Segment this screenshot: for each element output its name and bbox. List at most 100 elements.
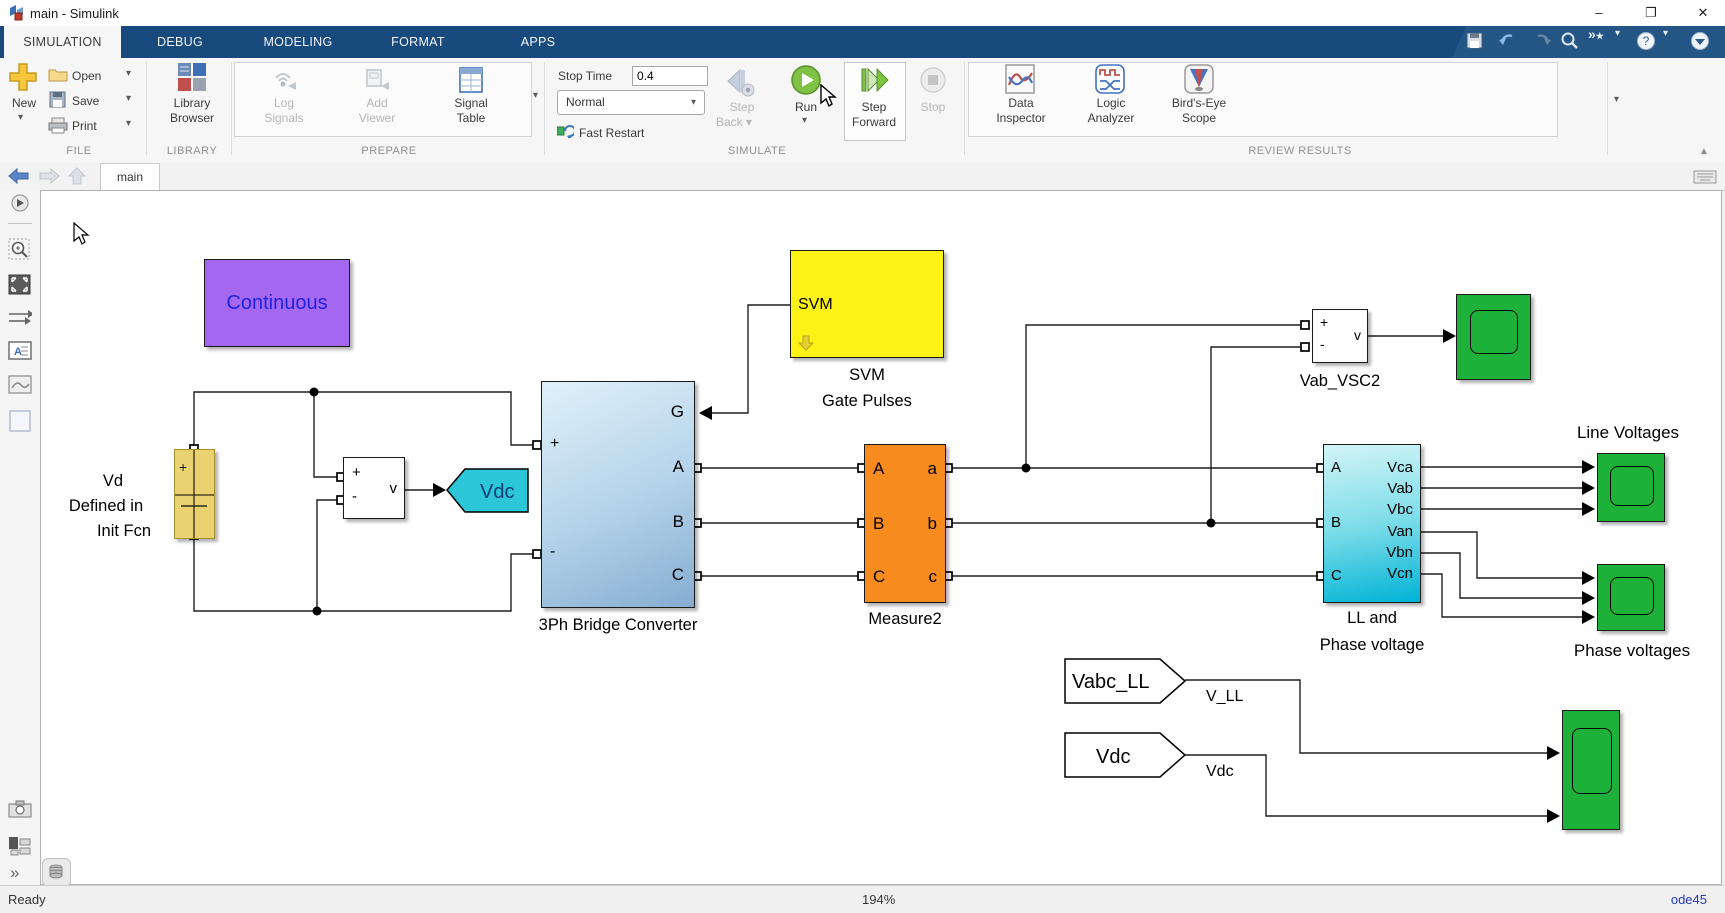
birds-eye-scope-button[interactable]: Bird's-Eye — [1166, 96, 1232, 110]
save-button[interactable]: Save — [72, 94, 99, 108]
simulink-icon — [9, 5, 25, 21]
fit-to-view-icon[interactable] — [8, 274, 32, 296]
svm-gate-pulses-block[interactable]: SVM — [790, 250, 944, 358]
mode-select[interactable]: Normal ▾ — [557, 90, 705, 115]
logic-analyzer-button[interactable]: Logic — [1079, 96, 1143, 110]
svm-label-line2: Gate Pulses — [822, 392, 912, 411]
title-bar: main - Simulink – ❐ ✕ — [0, 0, 1725, 26]
ll-label-line2: Phase voltage — [1320, 636, 1425, 655]
breadcrumb-bar — [0, 163, 1725, 191]
library-browser-button[interactable]: Library — [162, 96, 222, 110]
prepare-gallery-dropdown-icon[interactable]: ▾ — [533, 90, 538, 101]
run-dropdown-icon[interactable]: ▾ — [802, 115, 807, 126]
add-viewer-icon — [363, 66, 391, 94]
signal-routing-icon[interactable] — [8, 308, 32, 326]
phase-voltages-label: Phase voltages — [1574, 641, 1690, 661]
model-tab-main[interactable]: main — [100, 163, 160, 190]
model-browser-icon[interactable] — [8, 836, 32, 856]
vll-vdc-scope[interactable] — [1562, 710, 1620, 830]
window-title: main - Simulink — [30, 6, 119, 21]
section-library: LIBRARY — [92, 145, 292, 157]
signal-table-button[interactable]: Signal — [441, 96, 501, 110]
maximize-button[interactable]: ❐ — [1630, 0, 1672, 26]
measure2-block[interactable]: A B C a b c — [864, 444, 946, 603]
tab-format[interactable]: FORMAT — [378, 26, 458, 58]
status-bar: Ready 194% ode45 — [0, 885, 1725, 913]
svm-label-line1: SVM — [849, 366, 885, 385]
annotation-icon[interactable]: A — [8, 341, 32, 361]
fast-restart-checkbox[interactable]: Fast Restart — [579, 126, 644, 140]
scope-screen — [1470, 310, 1518, 354]
keyboard-shortcuts-icon[interactable] — [1693, 170, 1717, 184]
back-icon[interactable] — [8, 168, 30, 184]
qat-minimize-ribbon-icon[interactable] — [1690, 31, 1710, 51]
open-dropdown-icon[interactable]: ▾ — [126, 68, 131, 79]
print-icon — [48, 117, 68, 134]
show-explorer-icon[interactable] — [8, 194, 32, 212]
vab-vsc2-label: Vab_VSC2 — [1300, 372, 1380, 391]
qat-search-icon[interactable] — [1560, 31, 1580, 51]
stop-time-label: Stop Time — [558, 69, 612, 83]
new-dropdown-icon[interactable]: ▾ — [18, 112, 23, 123]
line-voltages-label: Line Voltages — [1577, 423, 1679, 443]
vab-scope-block[interactable] — [1456, 294, 1531, 380]
tab-simulation[interactable]: SIMULATION — [4, 26, 121, 58]
mode-dropdown-icon: ▾ — [691, 91, 696, 114]
model-data-badge[interactable] — [42, 858, 71, 887]
from-vabc-ll-tag[interactable]: Vabc_LL — [1064, 658, 1187, 704]
svg-text:?: ? — [1643, 34, 1650, 48]
step-back-button: Step — [712, 100, 772, 114]
step-forward-icon[interactable] — [858, 64, 892, 96]
voltage-measurement-block[interactable]: + - v — [343, 457, 405, 519]
step-back-icon — [724, 64, 760, 100]
collapse-ribbon-icon[interactable]: ▲ — [1699, 146, 1709, 157]
svg-text:+: + — [179, 459, 187, 475]
qat-help-dropdown-icon[interactable]: ▾ — [1663, 28, 1668, 39]
phase-voltages-scope[interactable] — [1597, 564, 1665, 631]
qat-help-icon[interactable]: ? — [1636, 31, 1656, 51]
minimize-button[interactable]: – — [1578, 0, 1620, 26]
dc-source-block[interactable]: + — [174, 449, 215, 539]
source-label-line1: Vd — [103, 472, 123, 491]
ribbon-expand-dropdown-icon[interactable]: ▾ — [1614, 94, 1619, 105]
image-annotation-icon[interactable] — [8, 375, 32, 395]
bridge-converter-block[interactable]: + - G A B C — [541, 381, 695, 608]
data-inspector-button[interactable]: Data — [989, 96, 1053, 110]
run-icon[interactable] — [790, 64, 822, 96]
save-dropdown-icon[interactable]: ▾ — [126, 93, 131, 104]
new-button[interactable]: New — [4, 96, 44, 110]
qat-commands-dropdown-icon[interactable]: ▾ — [1615, 28, 1620, 39]
stop-time-input[interactable] — [632, 66, 708, 86]
screenshot-icon[interactable] — [8, 800, 32, 818]
qat-commands-icon[interactable]: »★ — [1588, 26, 1604, 42]
powergui-continuous-block[interactable]: Continuous — [204, 259, 350, 347]
ll-label-line1: LL and — [1347, 609, 1397, 628]
scope-screen — [1610, 466, 1654, 506]
from-vdc-tag[interactable]: Vdc — [1064, 732, 1187, 778]
open-button[interactable]: Open — [72, 69, 101, 83]
area-box-icon[interactable] — [8, 410, 32, 432]
line-voltages-scope[interactable] — [1597, 453, 1665, 522]
ll-phase-voltage-block[interactable]: A B C Vca Vab Vbc Van Vbn Vcn — [1323, 444, 1421, 603]
tab-modeling[interactable]: MODELING — [250, 26, 346, 58]
logic-analyzer-icon — [1094, 63, 1126, 95]
new-icon[interactable] — [8, 62, 38, 92]
zoom-region-icon[interactable] — [8, 238, 32, 262]
qat-undo-icon[interactable] — [1498, 32, 1520, 50]
expand-palette-icon[interactable]: » — [10, 863, 19, 883]
open-folder-icon — [48, 66, 68, 82]
svg-text:A: A — [14, 346, 22, 358]
vab-vsc2-block[interactable]: + - v — [1312, 309, 1368, 363]
print-button[interactable]: Print — [72, 119, 97, 133]
tab-debug[interactable]: DEBUG — [140, 26, 220, 58]
save-icon — [49, 91, 67, 109]
goto-vdc-tag[interactable]: Vdc — [446, 468, 530, 513]
status-solver[interactable]: ode45 — [1671, 892, 1707, 907]
print-dropdown-icon[interactable]: ▾ — [126, 118, 131, 129]
close-button[interactable]: ✕ — [1682, 0, 1724, 26]
tab-apps[interactable]: APPS — [505, 26, 571, 58]
data-inspector-icon — [1004, 63, 1036, 95]
step-forward-button[interactable]: Step — [844, 100, 904, 114]
qat-save-icon[interactable] — [1466, 31, 1484, 51]
qat-redo-icon[interactable] — [1530, 32, 1552, 50]
